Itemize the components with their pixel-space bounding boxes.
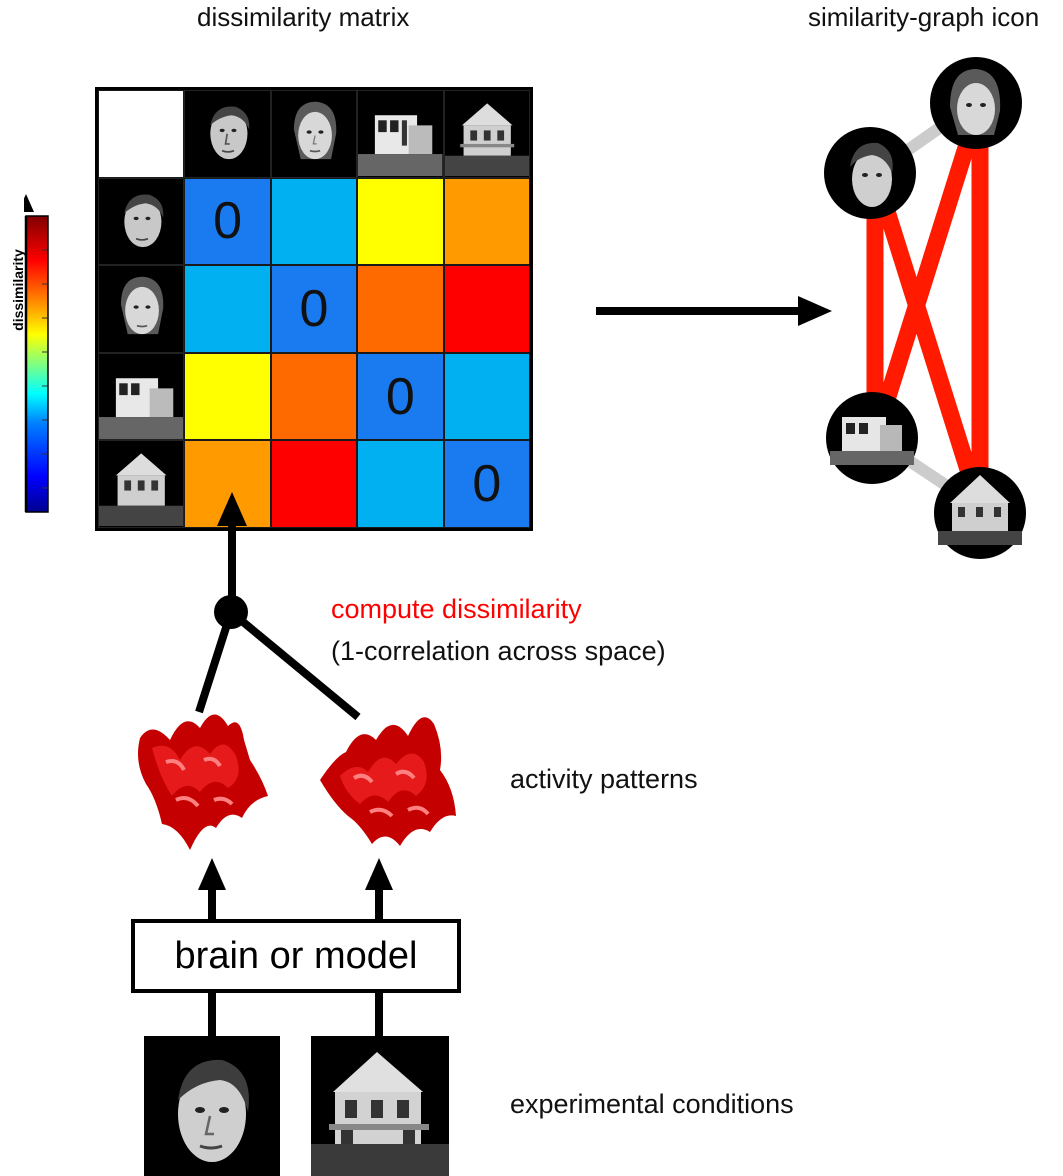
graph-node-face-male [824, 127, 916, 219]
col-header-face-male [184, 90, 271, 178]
row-header-house-victorian [98, 440, 185, 528]
graph-title: similarity-graph icon [808, 2, 1040, 32]
row-header-face-female [98, 265, 185, 353]
activity-patterns-label: activity patterns [510, 764, 698, 794]
colorbar [18, 190, 50, 514]
face-male-icon [210, 106, 250, 160]
colorbar-label: dissimilarity [10, 249, 26, 331]
row-header-face-male [98, 177, 185, 266]
face-female-icon [293, 101, 337, 160]
col-header-house-modern [357, 90, 444, 178]
row-header-house-modern [98, 352, 185, 441]
matrix-cell [270, 440, 358, 528]
house-modern-icon [99, 378, 184, 439]
matrix-to-graph-arrow [596, 296, 832, 326]
matrix-cell [443, 265, 530, 353]
house-victorian-icon [311, 1052, 449, 1176]
col-header-house-victorian [443, 90, 530, 178]
col-header-face-female [270, 90, 358, 178]
matrix-cell: 0 [184, 177, 271, 266]
matrix-cell: 0 [270, 265, 358, 353]
graph-edge [866, 170, 989, 511]
graph-edge [866, 100, 989, 441]
activity-pattern-2 [320, 717, 456, 846]
dissimilarity-matrix: 0 0 0 0 [95, 87, 533, 531]
graph-node-house-victorian [934, 467, 1026, 559]
face-male-icon [178, 1059, 249, 1162]
compute-dissimilarity-label: compute dissimilarity [331, 594, 582, 624]
correlation-formula-label: (1-correlation across space) [331, 636, 666, 666]
face-male-icon [124, 194, 164, 247]
box-to-patterns-arrows [198, 858, 393, 919]
matrix-cell: 0 [443, 440, 530, 528]
matrix-cell [184, 265, 271, 353]
house-victorian-icon [99, 453, 184, 527]
matrix-cell [443, 177, 530, 266]
matrix-cell [357, 440, 444, 528]
matrix-cell [357, 265, 444, 353]
activity-pattern-1 [138, 714, 268, 850]
matrix-cell: 0 [357, 352, 444, 441]
graph-node-face-female [930, 57, 1022, 149]
matrix-cell [270, 352, 358, 441]
graph-node-house-modern [826, 392, 918, 484]
matrix-cell [270, 177, 358, 266]
matrix-cell [184, 440, 271, 528]
matrix-cell [357, 177, 444, 266]
matrix-corner [98, 90, 185, 178]
house-modern-icon [358, 115, 443, 176]
condition-photo-face [144, 1036, 280, 1176]
matrix-cell [184, 352, 271, 441]
condition-photo-house [311, 1036, 449, 1176]
similarity-graph [824, 57, 1026, 559]
matrix-cell [443, 352, 530, 441]
matrix-title: dissimilarity matrix [197, 2, 410, 32]
brain-or-model-box: brain or model [131, 919, 461, 993]
conditions-to-box-lines [208, 993, 383, 1040]
colorbar-graphic [18, 194, 49, 513]
house-victorian-icon [444, 103, 529, 176]
compute-node [214, 595, 248, 629]
face-female-icon [120, 276, 164, 335]
experimental-conditions-label: experimental conditions [510, 1089, 794, 1119]
